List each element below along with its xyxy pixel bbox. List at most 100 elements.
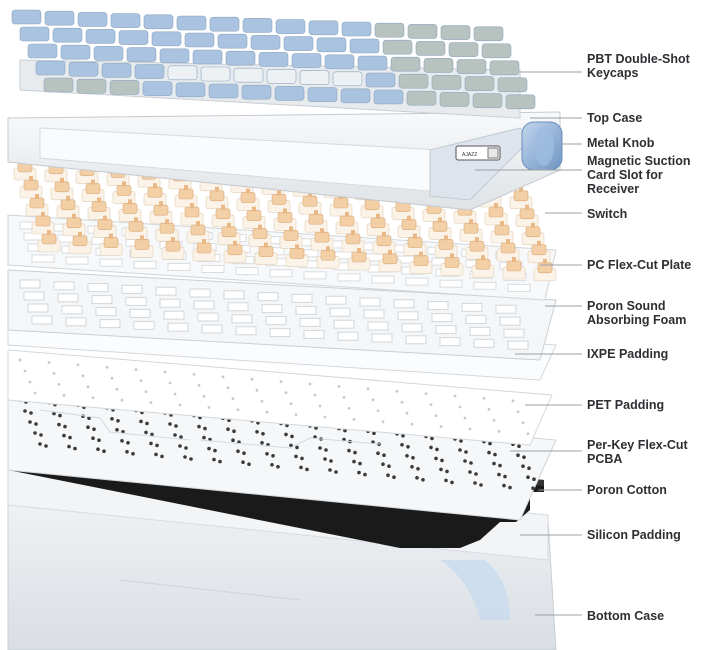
- keycap: [373, 89, 404, 105]
- switch: [68, 231, 92, 255]
- keycap: [349, 38, 380, 54]
- keycap: [382, 39, 413, 55]
- keycap: [151, 31, 182, 47]
- keycap: [77, 12, 108, 27]
- switch: [192, 239, 216, 262]
- switch: [99, 233, 123, 256]
- label-ixpe: IXPE Padding: [587, 347, 669, 361]
- keycap: [101, 63, 132, 78]
- leader-lines: [475, 71, 582, 616]
- keycap: [473, 26, 504, 42]
- keycap: [472, 93, 503, 108]
- keycap: [217, 33, 248, 49]
- keycap: [464, 76, 495, 91]
- keycap: [208, 83, 239, 99]
- keycap: [167, 65, 198, 81]
- switch: [87, 197, 111, 220]
- keycap: [308, 20, 339, 36]
- keycap: [407, 24, 438, 39]
- keycap: [275, 19, 306, 34]
- keycap: [489, 60, 520, 76]
- keycap: [398, 73, 429, 89]
- keycap: [332, 71, 363, 87]
- keycap: [341, 21, 372, 37]
- label-card-slot: Magnetic Suction Card Slot for Receiver: [587, 154, 691, 196]
- switch: [316, 246, 340, 269]
- switch: [440, 253, 464, 276]
- keycap: [118, 30, 149, 45]
- switch: [254, 242, 278, 265]
- keycap: [85, 29, 116, 44]
- keycap: [283, 36, 314, 51]
- top-case-layer: [7, 111, 561, 211]
- keycap: [505, 94, 536, 110]
- keycap: [93, 46, 124, 61]
- keycap: [291, 53, 322, 68]
- label-poron-cotton: Poron Cotton: [587, 483, 667, 497]
- switch: [161, 237, 185, 260]
- keycap: [126, 47, 157, 62]
- keycap: [143, 14, 174, 30]
- keycap: [365, 72, 396, 88]
- keycap: [439, 92, 470, 107]
- keycap: [266, 69, 297, 84]
- keycap: [109, 80, 140, 95]
- label-switch: Switch: [587, 207, 628, 221]
- label-pc-plate: PC Flex-Cut Plate: [587, 258, 692, 272]
- keycap: [481, 43, 512, 59]
- keycap: [184, 32, 215, 48]
- keycap: [431, 75, 462, 90]
- pcba-layer: [7, 389, 557, 521]
- switch: [409, 251, 433, 274]
- switch: [37, 230, 61, 253]
- keycap: [497, 77, 528, 93]
- keycap: [316, 37, 347, 53]
- switch: [428, 217, 452, 240]
- keycap: [225, 50, 256, 66]
- label-poron-foam: Poron Sound Absorbing Foam: [587, 299, 687, 327]
- label-pcba: Per-Key Flex-Cut PCBA: [587, 438, 688, 466]
- switch: [130, 235, 154, 258]
- keycap: [440, 25, 471, 40]
- keycap: [299, 70, 330, 85]
- keycap: [43, 77, 74, 93]
- keycap: [233, 67, 264, 83]
- keycap: [68, 61, 99, 77]
- keycap: [44, 10, 75, 26]
- label-bottom-case: Bottom Case: [587, 609, 665, 623]
- keycap: [52, 27, 83, 43]
- keycap: [241, 84, 272, 100]
- keycap: [76, 78, 107, 94]
- switch: [248, 224, 272, 247]
- keycap: [250, 35, 281, 50]
- switch: [285, 244, 309, 267]
- switch: [502, 257, 526, 280]
- switch: [236, 188, 260, 211]
- switch: [223, 240, 247, 264]
- keycap: [274, 86, 305, 101]
- keycap: [209, 16, 240, 32]
- keycap: [142, 81, 173, 96]
- keycap: [159, 48, 190, 64]
- keycap: [324, 54, 355, 70]
- keycap: [35, 60, 66, 76]
- keycap: [134, 64, 165, 79]
- keycap: [242, 18, 273, 33]
- switch: [347, 248, 371, 271]
- keycap: [27, 43, 58, 59]
- keycap: [60, 44, 91, 60]
- keycap: [340, 88, 371, 104]
- keycap: [374, 22, 405, 38]
- keycap: [258, 52, 289, 67]
- label-pet: PET Padding: [587, 398, 665, 412]
- poron-foam-layer: [7, 269, 557, 361]
- keycap: [200, 66, 231, 82]
- label-silicon: Silicon Padding: [587, 528, 681, 542]
- keycap: [176, 15, 207, 31]
- usb-receiver: AJAZZ: [455, 145, 501, 161]
- keycap: [406, 90, 437, 106]
- keycap: [175, 82, 206, 98]
- keycap: [11, 9, 42, 25]
